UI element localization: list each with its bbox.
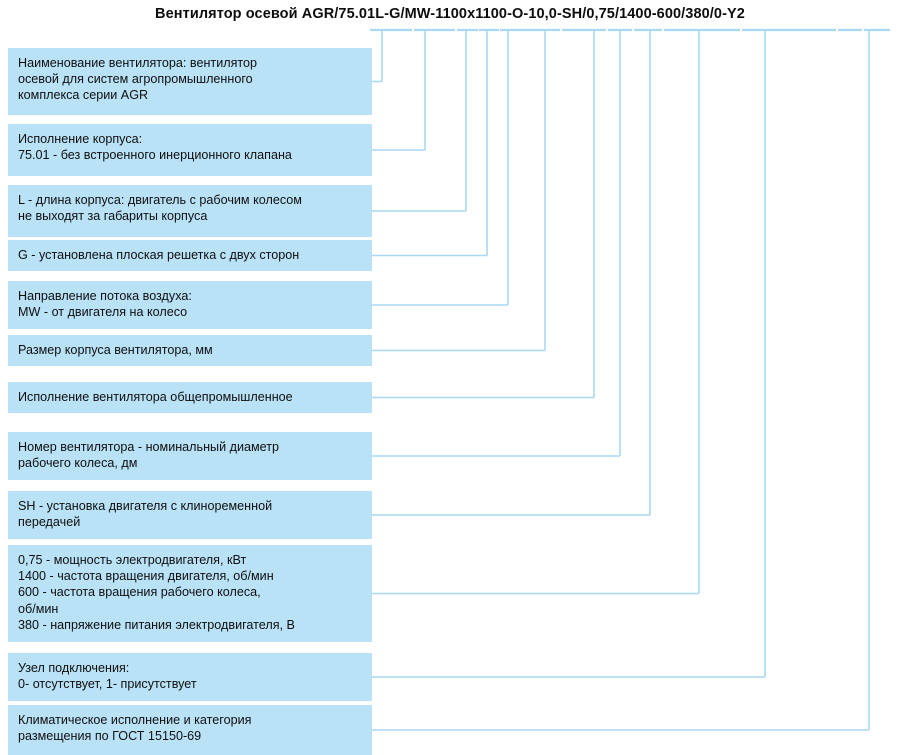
label-box-motor-mounting: SH - установка двигателя с клиноременной…: [8, 491, 372, 539]
label-line: передачей: [18, 515, 81, 530]
label-line: 0- отсутствует, 1- присутствует: [18, 677, 197, 692]
label-line: Узел подключения:: [18, 661, 130, 675]
label-box-motor-params: 0,75 - мощность электродвигателя, кВт 140…: [8, 545, 372, 642]
label-line: Исполнение вентилятора общепромышленное: [18, 390, 293, 404]
label-line: G - установлена плоская решетка с двух с…: [18, 248, 300, 262]
label-line: размещения по ГОСТ 15150-69: [18, 729, 202, 744]
label-line: L - длина корпуса: двигатель с рабочим к…: [18, 193, 302, 207]
label-box-housing-size: Размер корпуса вентилятора, мм: [8, 335, 372, 366]
label-line: 1400 - частота вращения двигателя, об/ми…: [18, 569, 274, 584]
label-box-airflow-direction: Направление потока воздуха: MW - от двига…: [8, 281, 372, 329]
label-line: комплекса серии AGR: [18, 88, 149, 103]
label-line: Наименование вентилятора: вентилятор: [18, 56, 258, 70]
label-line: Климатическое исполнение и категория: [18, 713, 252, 727]
label-line: об/мин: [18, 601, 59, 616]
label-line: осевой для систем агропромышленного: [18, 72, 253, 87]
label-box-fan-number: Номер вентилятора - номинальный диаметр р…: [8, 432, 372, 480]
label-line: MW - от двигателя на колесо: [18, 305, 188, 320]
label-box-connection-unit: Узел подключения: 0- отсутствует, 1- прис…: [8, 653, 372, 701]
label-box-housing-version: Исполнение корпуса: 75.01 - без встроенно…: [8, 124, 372, 176]
label-box-agr: Наименование вентилятора: вентилятор осев…: [8, 48, 372, 115]
label-line: не выходят за габариты корпуса: [18, 209, 208, 224]
label-box-climate-category: Климатическое исполнение и категория разм…: [8, 705, 372, 755]
label-line: 75.01 - без встроенного инерционного кла…: [18, 148, 292, 163]
label-line: 600 - частота вращения рабочего колеса,: [18, 585, 261, 600]
label-line: Размер корпуса вентилятора, мм: [18, 343, 213, 357]
page-title: Вентилятор осевой AGR/75.01L-G/MW-1100x1…: [155, 6, 745, 22]
label-line: Номер вентилятора - номинальный диаметр: [18, 440, 280, 454]
label-line: 380 - напряжение питания электродвигател…: [18, 617, 295, 632]
label-box-grille: G - установлена плоская решетка с двух с…: [8, 240, 372, 271]
label-line: SH - установка двигателя с клиноременной: [18, 499, 273, 513]
label-line: 0,75 - мощность электродвигателя, кВт: [18, 553, 247, 567]
label-box-housing-length: L - длина корпуса: двигатель с рабочим к…: [8, 185, 372, 237]
label-line: рабочего колеса, дм: [18, 456, 138, 471]
label-line: Направление потока воздуха:: [18, 289, 192, 303]
label-line: Исполнение корпуса:: [18, 132, 143, 146]
label-box-fan-execution: Исполнение вентилятора общепромышленное: [8, 382, 372, 413]
